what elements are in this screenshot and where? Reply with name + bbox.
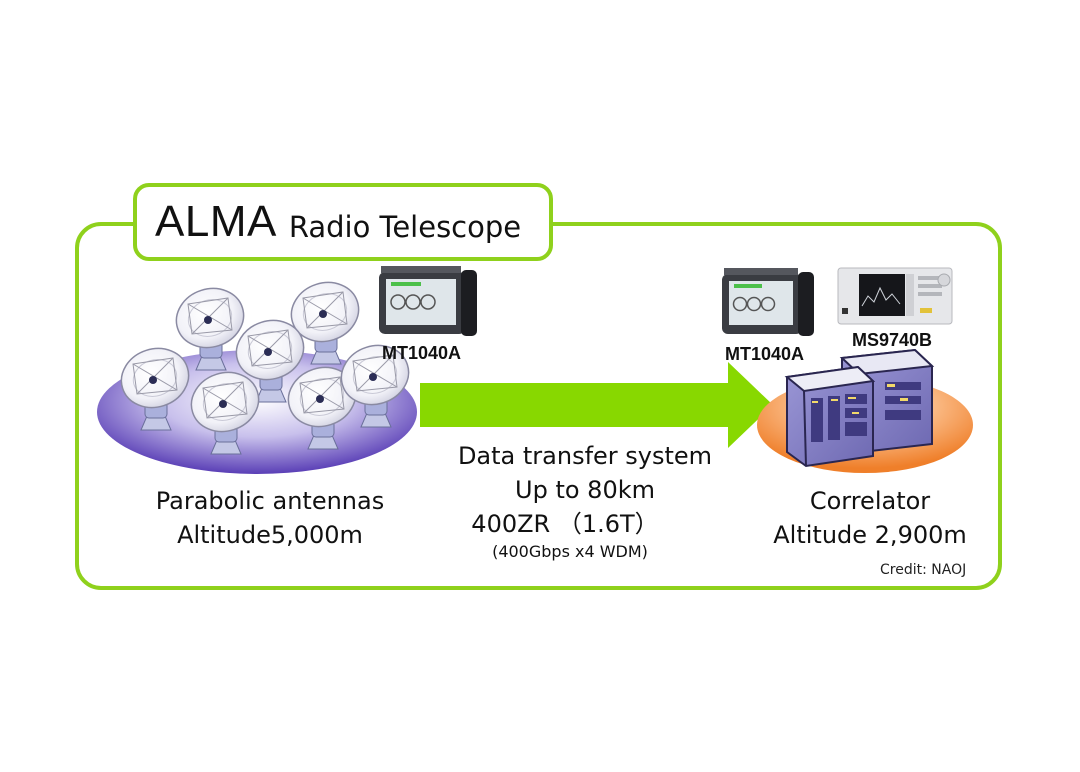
correlator-caption: Correlator Altitude 2,900m xyxy=(750,484,990,552)
title-main: ALMA xyxy=(155,197,277,246)
mt1040a-left-device-icon xyxy=(379,266,477,336)
transfer-caption-line4: (400Gbps x4 WDM) xyxy=(492,542,648,561)
title-box: ALMA Radio Telescope xyxy=(133,183,553,261)
mt1040a-right-device-icon xyxy=(722,268,814,336)
antenna-icon xyxy=(340,344,410,428)
antenna-icon xyxy=(290,281,360,365)
antenna-icon xyxy=(235,319,305,403)
mt1040a-left-label: MT1040A xyxy=(382,343,462,363)
antenna-icon xyxy=(190,371,260,455)
ms9740b-device-icon xyxy=(837,267,953,325)
transfer-caption-line1: Data transfer system xyxy=(457,442,713,470)
transfer-caption: Data transfer system Up to 80km 400ZR （1… xyxy=(430,439,740,563)
antenna-icon xyxy=(120,347,190,431)
title-sub: Radio Telescope xyxy=(288,210,522,244)
mt1040a-right-label: MT1040A xyxy=(725,344,805,364)
antenna-icon xyxy=(175,287,245,371)
credit-text: Credit: NAOJ xyxy=(880,562,967,578)
antenna-caption-line1: Parabolic antennas xyxy=(155,487,385,515)
transfer-caption-line2: Up to 80km xyxy=(515,476,655,504)
antenna-caption-line2: Altitude5,000m xyxy=(177,521,363,549)
correlator-caption-line1: Correlator xyxy=(809,487,931,515)
server-front xyxy=(784,365,876,468)
transfer-caption-line3: 400ZR （1.6T） xyxy=(471,510,659,538)
correlator-caption-line2: Altitude 2,900m xyxy=(773,521,967,549)
antenna-caption: Parabolic antennas Altitude5,000m xyxy=(120,484,420,552)
antenna-icon xyxy=(287,366,357,450)
ms9740b-label: MS9740B xyxy=(852,330,933,350)
